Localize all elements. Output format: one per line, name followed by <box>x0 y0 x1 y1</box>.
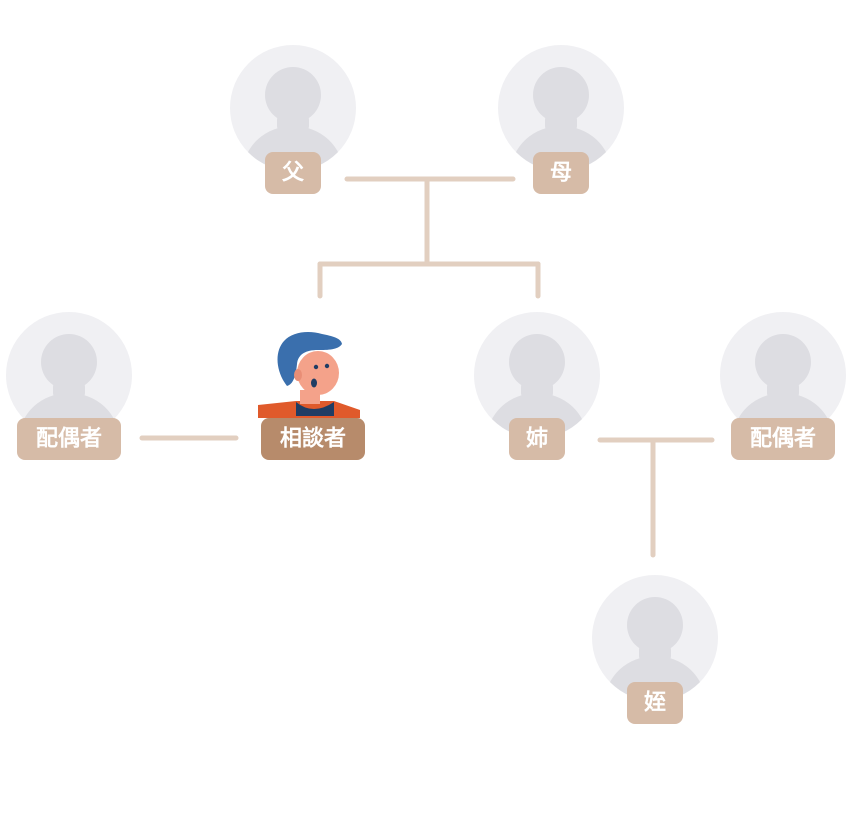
member-consulter: 相談者 <box>258 332 365 460</box>
connectors <box>139 176 715 558</box>
person-silhouette-icon <box>511 67 611 171</box>
member-label-bg <box>509 418 565 460</box>
member-label: 姉 <box>526 426 548 452</box>
member-label-bg <box>17 418 121 460</box>
person-silhouette-icon <box>733 334 833 438</box>
member-sister: 姉 <box>474 312 600 460</box>
member-label: 相談者 <box>280 426 346 452</box>
member-label-bg <box>533 152 589 194</box>
member-spouse-left: 配偶者 <box>6 312 132 460</box>
person-silhouette-icon <box>487 334 587 438</box>
member-label-bg <box>731 418 835 460</box>
member-label: 母 <box>550 161 572 186</box>
member-label-bg <box>265 152 321 194</box>
consulter-illustration-icon <box>258 332 360 418</box>
member-niece: 姪 <box>592 575 718 724</box>
member-label: 姪 <box>644 690 666 716</box>
person-silhouette-icon <box>243 67 343 171</box>
person-silhouette-icon <box>19 334 119 438</box>
member-spouse-right: 配偶者 <box>720 312 846 460</box>
member-label-bg <box>627 682 683 724</box>
member-mother: 母 <box>498 45 624 194</box>
member-label: 父 <box>282 161 305 186</box>
member-label-bg <box>261 418 365 460</box>
member-label: 配偶者 <box>750 427 816 452</box>
person-silhouette-icon <box>605 597 705 701</box>
member-label: 配偶者 <box>36 427 102 452</box>
member-father: 父 <box>230 45 356 194</box>
